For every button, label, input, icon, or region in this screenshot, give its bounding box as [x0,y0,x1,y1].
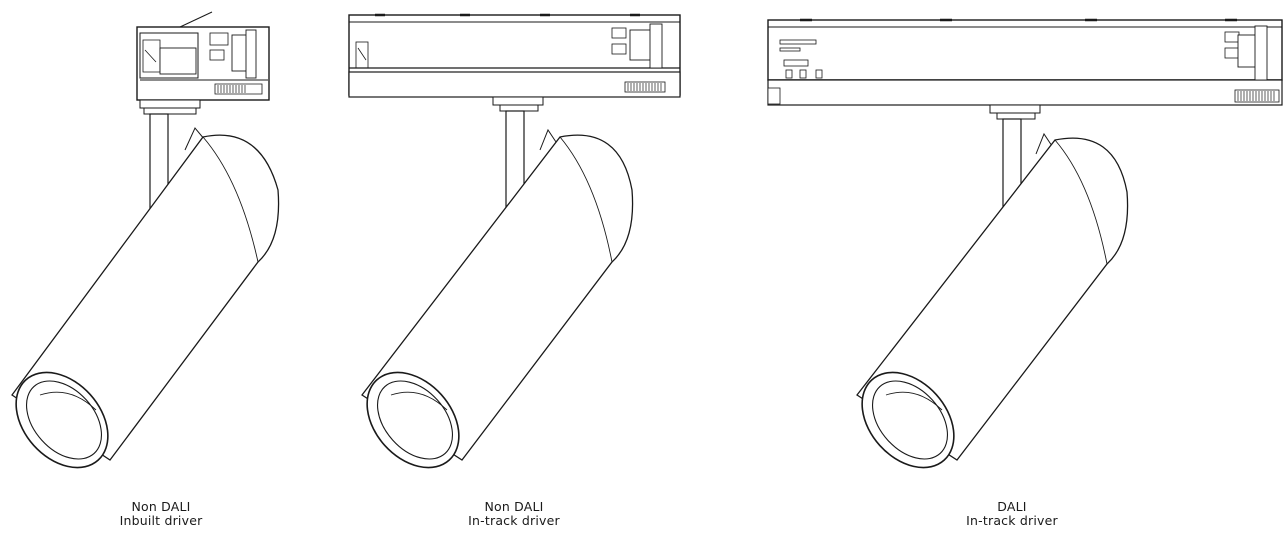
track-driver-housing [767,18,1283,120]
spotlight-body [11,134,280,469]
spotlight-body [361,134,634,469]
track-driver-housing [348,13,681,112]
caption-non-dali-inbuilt: Non DALI Inbuilt driver [61,500,261,528]
caption-line-2: In-track driver [966,513,1058,528]
spotlight-body [856,137,1129,469]
caption-line-1: DALI [997,499,1027,514]
spotlight-dali-in-track-driver [767,18,1283,469]
stem [505,110,557,212]
caption-line-2: Inbuilt driver [119,513,203,528]
caption-line-2: In-track driver [468,513,560,528]
caption-line-1: Non DALI [131,499,191,514]
spotlight-inbuilt-driver [11,11,280,469]
caption-non-dali-in-track: Non DALI In-track driver [414,500,614,528]
track-adapter [136,11,270,115]
caption-dali-in-track: DALI In-track driver [912,500,1112,528]
spotlight-in-track-driver [348,13,681,469]
caption-line-1: Non DALI [484,499,544,514]
